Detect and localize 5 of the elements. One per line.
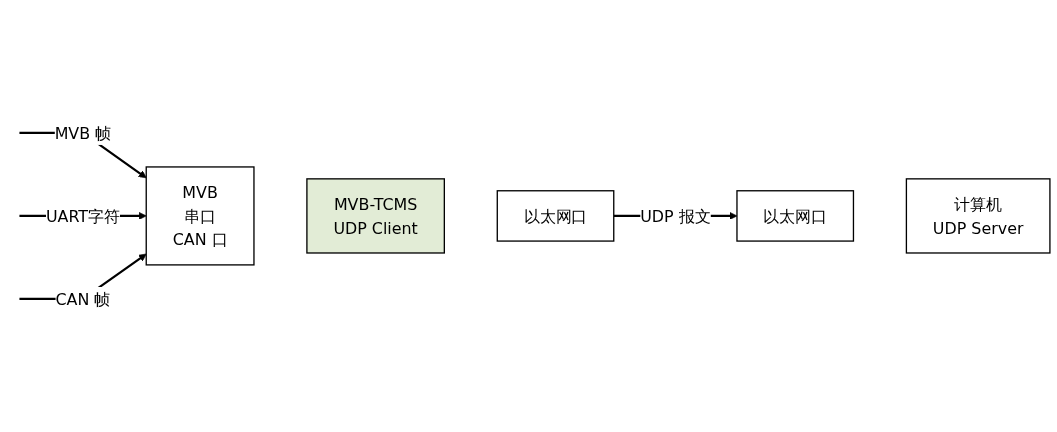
box-label: 以太网口 bbox=[763, 205, 827, 228]
box-label: MVB 串口 CAN 口 bbox=[172, 181, 228, 252]
box-label: 以太网口 bbox=[523, 205, 588, 228]
box-label: MVB-TCMS UDP Client bbox=[333, 193, 418, 240]
box-label: 计算机 UDP Server bbox=[932, 193, 1024, 240]
